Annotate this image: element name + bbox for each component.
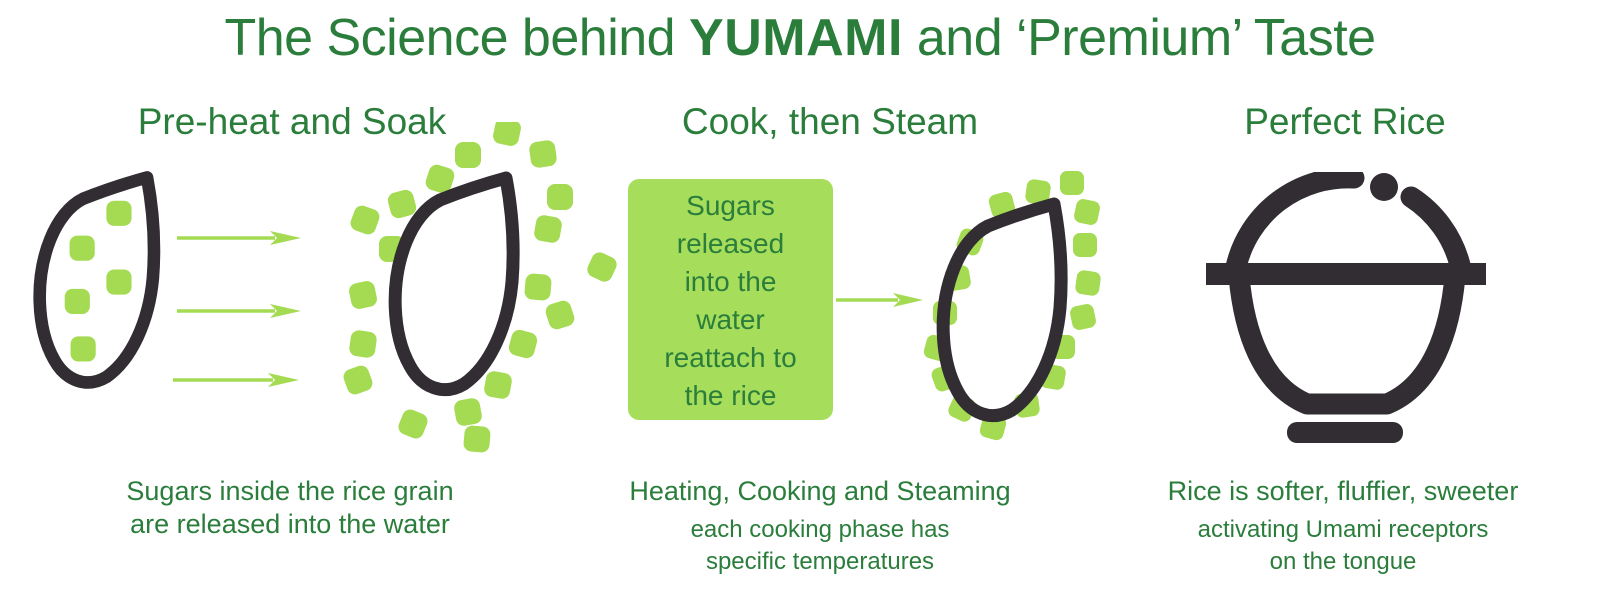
bowl-rim [1206,263,1486,285]
page-title: The Science behind YUMAMI and ‘Premium’ … [0,9,1600,67]
rice-grain-dot [1370,173,1398,201]
rice-grain-sugars-released-icon [343,122,617,453]
release-arrows-icon [173,231,301,387]
flow-arrow-icon [836,293,923,307]
sugar-dots-inside [64,200,132,362]
heading-cook-then-steam: Cook, then Steam [681,101,979,142]
caption-perfect-sub: activating Umami receptors on the tongue [1197,516,1489,575]
sugars-reattach-box-text: Sugars released into the water reattach … [664,190,797,412]
grain-outline [936,197,1068,423]
rice-grain-sugars-reattached-icon [923,171,1101,441]
sugars-reattach-box: Sugars released into the water reattach … [628,179,833,420]
caption-cook-title: Heating, Cooking and Steaming [629,476,1011,506]
rice-dome-arc-right [1400,186,1471,276]
grain-outline [33,171,161,389]
arrow-top [177,231,301,245]
grain-outline [388,171,520,397]
caption-pre-heat: Sugars inside the rice grain are release… [126,476,454,539]
arrow-bottom [173,373,299,387]
caption-cook-sub: each cooking phase has specific temperat… [690,516,950,575]
sugar-dots-released [343,122,617,453]
title-prefix: The Science behind [224,9,690,67]
arrow-middle [177,304,301,318]
heading-pre-heat-and-soak: Pre-heat and Soak [137,101,447,142]
rice-dome-arc-left [1225,172,1365,278]
bowl-base [1287,422,1403,443]
caption-perfect-title: Rice is softer, fluffier, sweeter [1167,476,1519,506]
title-brand-yumami: YUMAMI [689,9,903,67]
rice-grain-sugars-inside-icon [33,171,161,389]
rice-bowl-icon [1206,172,1486,443]
heading-perfect-rice: Perfect Rice [1244,101,1446,142]
bowl-body [1228,265,1466,415]
title-suffix: and ‘Premium’ Taste [902,9,1376,67]
